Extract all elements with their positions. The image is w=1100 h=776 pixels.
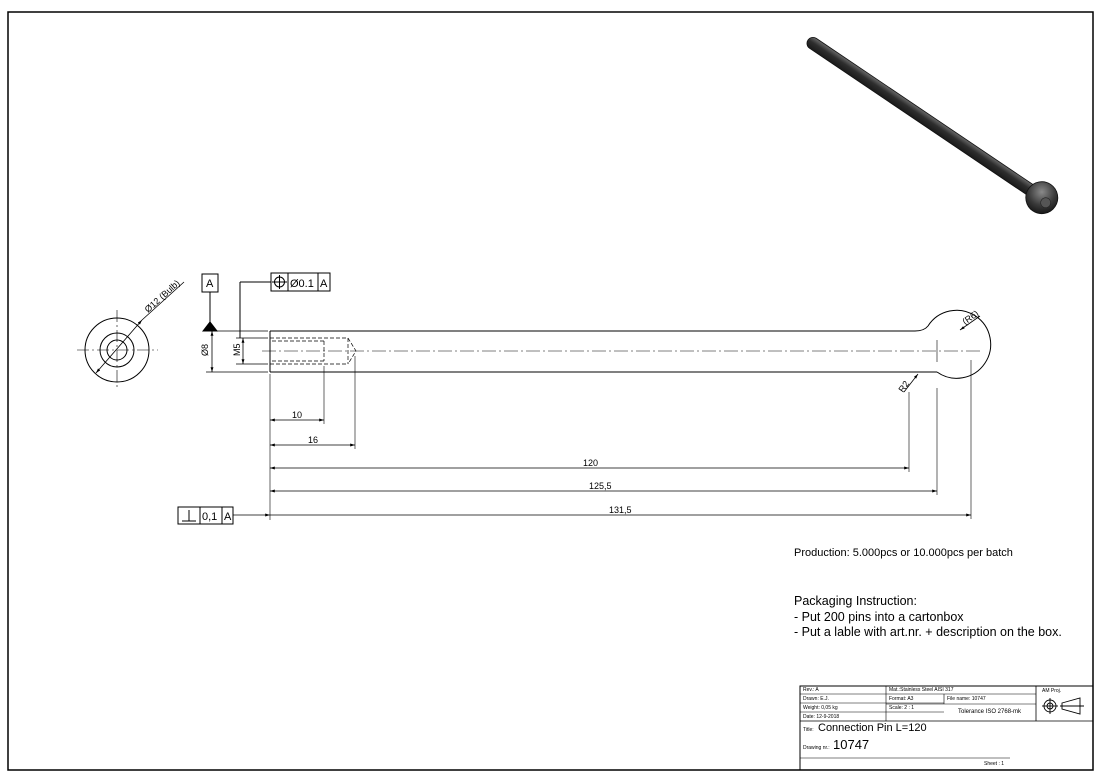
tb-projection-label: AM Proj. — [1042, 688, 1062, 694]
fcf-position-tolerance: Ø0.1 — [290, 278, 314, 290]
dim-shaft-diameter: Ø8 — [200, 344, 210, 356]
fcf-position — [239, 272, 331, 338]
dim-hole-depth: 16 — [308, 435, 318, 445]
end-view — [77, 281, 185, 390]
dim-length-131-5: 131,5 — [609, 505, 632, 515]
dim-fillet-radius: R2 — [896, 379, 911, 394]
tb-rev: Rev.: A — [803, 687, 819, 693]
tb-sheet: Sheet : 1 — [984, 761, 1005, 767]
packaging-title: Packaging Instruction: — [794, 594, 917, 608]
tb-tolerance: Tolerance ISO 2768-mk — [958, 709, 1022, 715]
drawing-frame — [7, 11, 1094, 771]
datum-a-label: A — [206, 278, 214, 290]
datum-a-symbol — [201, 273, 219, 332]
packaging-line-2: - Put a lable with art.nr. + description… — [794, 625, 1062, 639]
packaging-instruction: Packaging Instruction: - Put 200 pins in… — [794, 594, 1062, 641]
fcf-position-datum: A — [320, 278, 328, 290]
perpendicularity-icon — [182, 510, 196, 522]
fcf-perpendicularity-tolerance: 0,1 — [202, 511, 217, 523]
projection-symbol-icon — [1042, 697, 1084, 715]
tb-date: Date: 12-9-2018 — [803, 714, 840, 720]
tb-drawing-nr: 10747 — [833, 737, 870, 752]
fcf-perpendicularity — [177, 506, 234, 525]
production-note: Production: 5.000pcs or 10.000pcs per ba… — [794, 547, 1013, 559]
dim-thread-depth: 10 — [292, 410, 302, 420]
title-block-grid — [799, 685, 1094, 771]
tb-scale: Scale: 2 : 1 — [889, 705, 915, 711]
tb-file-name: File name: 10747 — [947, 696, 986, 702]
tb-drawing-nr-label: Drawing nr.: — [803, 745, 830, 751]
isometric-render — [806, 36, 1059, 215]
tb-title-label: Title: — [803, 727, 814, 733]
tb-weight: Weight: 0,05 kg — [803, 705, 838, 711]
tb-title: Connection Pin L=120 — [818, 722, 927, 734]
dim-length-120: 120 — [583, 458, 598, 468]
tb-drawn: Drawn: E.J. — [803, 696, 829, 702]
packaging-line-1: - Put 200 pins into a cartonbox — [794, 609, 964, 624]
dim-thread-size: M5 — [232, 343, 242, 356]
tb-format: Format: A3 — [889, 696, 914, 702]
dim-length-125-5: 125,5 — [589, 481, 612, 491]
fcf-perpendicularity-datum: A — [224, 511, 232, 523]
tb-material: Mat.:Stainless Steel AISI 317 — [889, 687, 954, 693]
dim-bulb-diameter: Ø12 (Bulb) — [143, 278, 182, 315]
pin-side-view — [262, 309, 992, 379]
